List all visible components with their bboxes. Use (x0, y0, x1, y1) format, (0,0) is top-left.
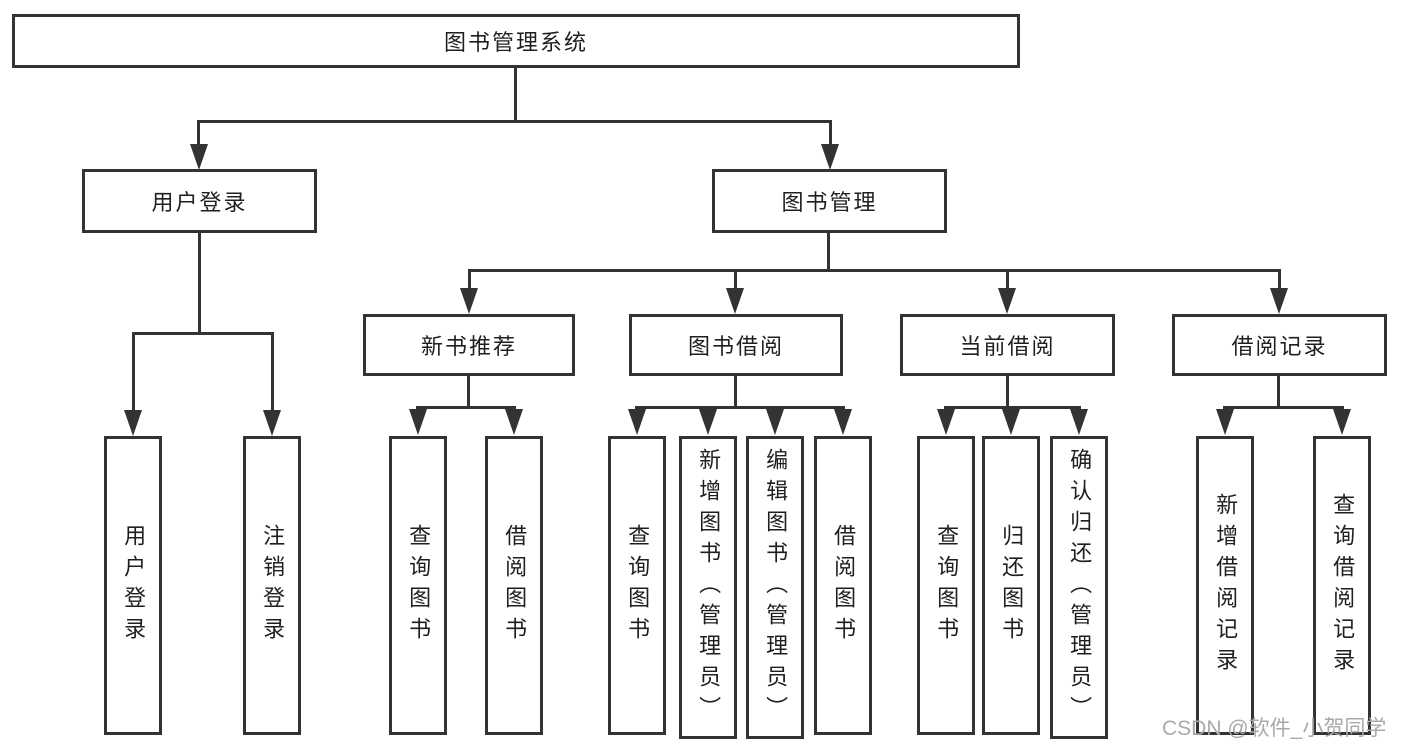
connector-book-borrowing-trunk (734, 376, 737, 409)
node-label: 查询图书 (625, 523, 651, 648)
node-label: 查询图书 (934, 523, 960, 648)
arrow-down-icon (1270, 288, 1288, 314)
node-label: 新增借阅记录 (1213, 492, 1239, 679)
csdn-watermark: CSDN @软件_小贺同学 (1162, 717, 1387, 740)
connector-stem-borrowing-records (1278, 269, 1281, 291)
node-leaf-borrow-books: 借阅图书 (485, 436, 543, 735)
arrow-down-icon (505, 409, 523, 435)
node-label: 查询借阅记录 (1330, 492, 1356, 679)
connector-new-book-trunk (467, 376, 470, 409)
arrow-down-icon (937, 409, 955, 435)
node-library-management-system: 图书管理系统 (12, 14, 1020, 68)
arrow-down-icon (1216, 409, 1234, 435)
arrow-down-icon (460, 288, 478, 314)
node-leaf-user-login: 用户登录 (104, 436, 162, 735)
node-new-book-recommendation: 新书推荐 (363, 314, 575, 376)
node-book-management: 图书管理 (712, 169, 947, 233)
node-leaf-query-books: 查询图书 (389, 436, 447, 735)
node-leaf-add-borrow-record: 新增借阅记录 (1196, 436, 1254, 735)
node-label: 确认归还（管理员） (1067, 448, 1093, 727)
node-label: 图书管理 (781, 190, 878, 215)
node-label: 图书管理系统 (443, 30, 588, 55)
node-borrowing-records: 借阅记录 (1172, 314, 1387, 376)
arrow-down-icon (1002, 409, 1020, 435)
connector-book-borrowing-bus (635, 406, 845, 409)
arrow-down-icon (628, 409, 646, 435)
node-label: 用户登录 (121, 523, 147, 648)
connector-book-management-trunk (827, 233, 830, 272)
arrow-down-icon (998, 288, 1016, 314)
connector-root-bus (197, 120, 832, 123)
node-label: 借阅图书 (502, 523, 528, 648)
connector-stem-book-management (829, 120, 832, 146)
connector-user-login-bus (132, 332, 274, 335)
connector-borrowing-records-trunk (1277, 376, 1280, 409)
connector-current-borrowing-bus (944, 406, 1081, 409)
node-label: 查询图书 (406, 523, 432, 648)
connector-book-management-bus (468, 269, 1281, 272)
arrow-down-icon (263, 410, 281, 436)
arrow-down-icon (124, 410, 142, 436)
connector-new-book-bus (416, 406, 516, 409)
node-leaf-query-books: 查询图书 (917, 436, 975, 735)
connector-root-trunk (514, 68, 517, 120)
node-label: 图书借阅 (687, 334, 784, 359)
node-leaf-confirm-return-admin: 确认归还（管理员） (1050, 436, 1108, 739)
connector-borrowing-records-bus (1223, 406, 1344, 409)
connector-stem-book-borrowing (734, 269, 737, 291)
connector-stem-leaf (132, 332, 135, 410)
arrow-down-icon (190, 144, 208, 170)
node-leaf-add-books-admin: 新增图书（管理员） (679, 436, 737, 739)
arrow-down-icon (409, 409, 427, 435)
node-leaf-return-books: 归还图书 (982, 436, 1040, 735)
node-label: 当前借阅 (959, 334, 1056, 359)
connector-stem-user-login (197, 120, 200, 146)
node-leaf-query-borrow-record: 查询借阅记录 (1313, 436, 1371, 735)
node-user-login: 用户登录 (82, 169, 317, 233)
connector-stem-current-borrowing (1006, 269, 1009, 291)
node-label: 借阅图书 (831, 523, 857, 648)
node-leaf-edit-books-admin: 编辑图书（管理员） (746, 436, 804, 739)
connector-stem-new-book (468, 269, 471, 291)
connector-stem-leaf (271, 332, 274, 410)
node-label: 编辑图书（管理员） (763, 448, 789, 727)
node-book-borrowing: 图书借阅 (629, 314, 843, 376)
node-leaf-query-books: 查询图书 (608, 436, 666, 735)
arrow-down-icon (821, 144, 839, 170)
node-label: 借阅记录 (1231, 334, 1328, 359)
arrow-down-icon (766, 409, 784, 435)
node-label: 用户登录 (151, 190, 248, 215)
arrow-down-icon (834, 409, 852, 435)
node-current-borrowing: 当前借阅 (900, 314, 1115, 376)
node-leaf-logout: 注销登录 (243, 436, 301, 735)
connector-user-login-trunk (198, 233, 201, 335)
arrow-down-icon (1333, 409, 1351, 435)
connector-current-borrowing-trunk (1006, 376, 1009, 409)
node-label: 新增图书（管理员） (696, 448, 722, 727)
node-leaf-borrow-books: 借阅图书 (814, 436, 872, 735)
node-label: 新书推荐 (420, 334, 517, 359)
arrow-down-icon (726, 288, 744, 314)
node-label: 归还图书 (999, 523, 1025, 648)
arrow-down-icon (699, 409, 717, 435)
arrow-down-icon (1070, 409, 1088, 435)
node-label: 注销登录 (260, 523, 286, 648)
